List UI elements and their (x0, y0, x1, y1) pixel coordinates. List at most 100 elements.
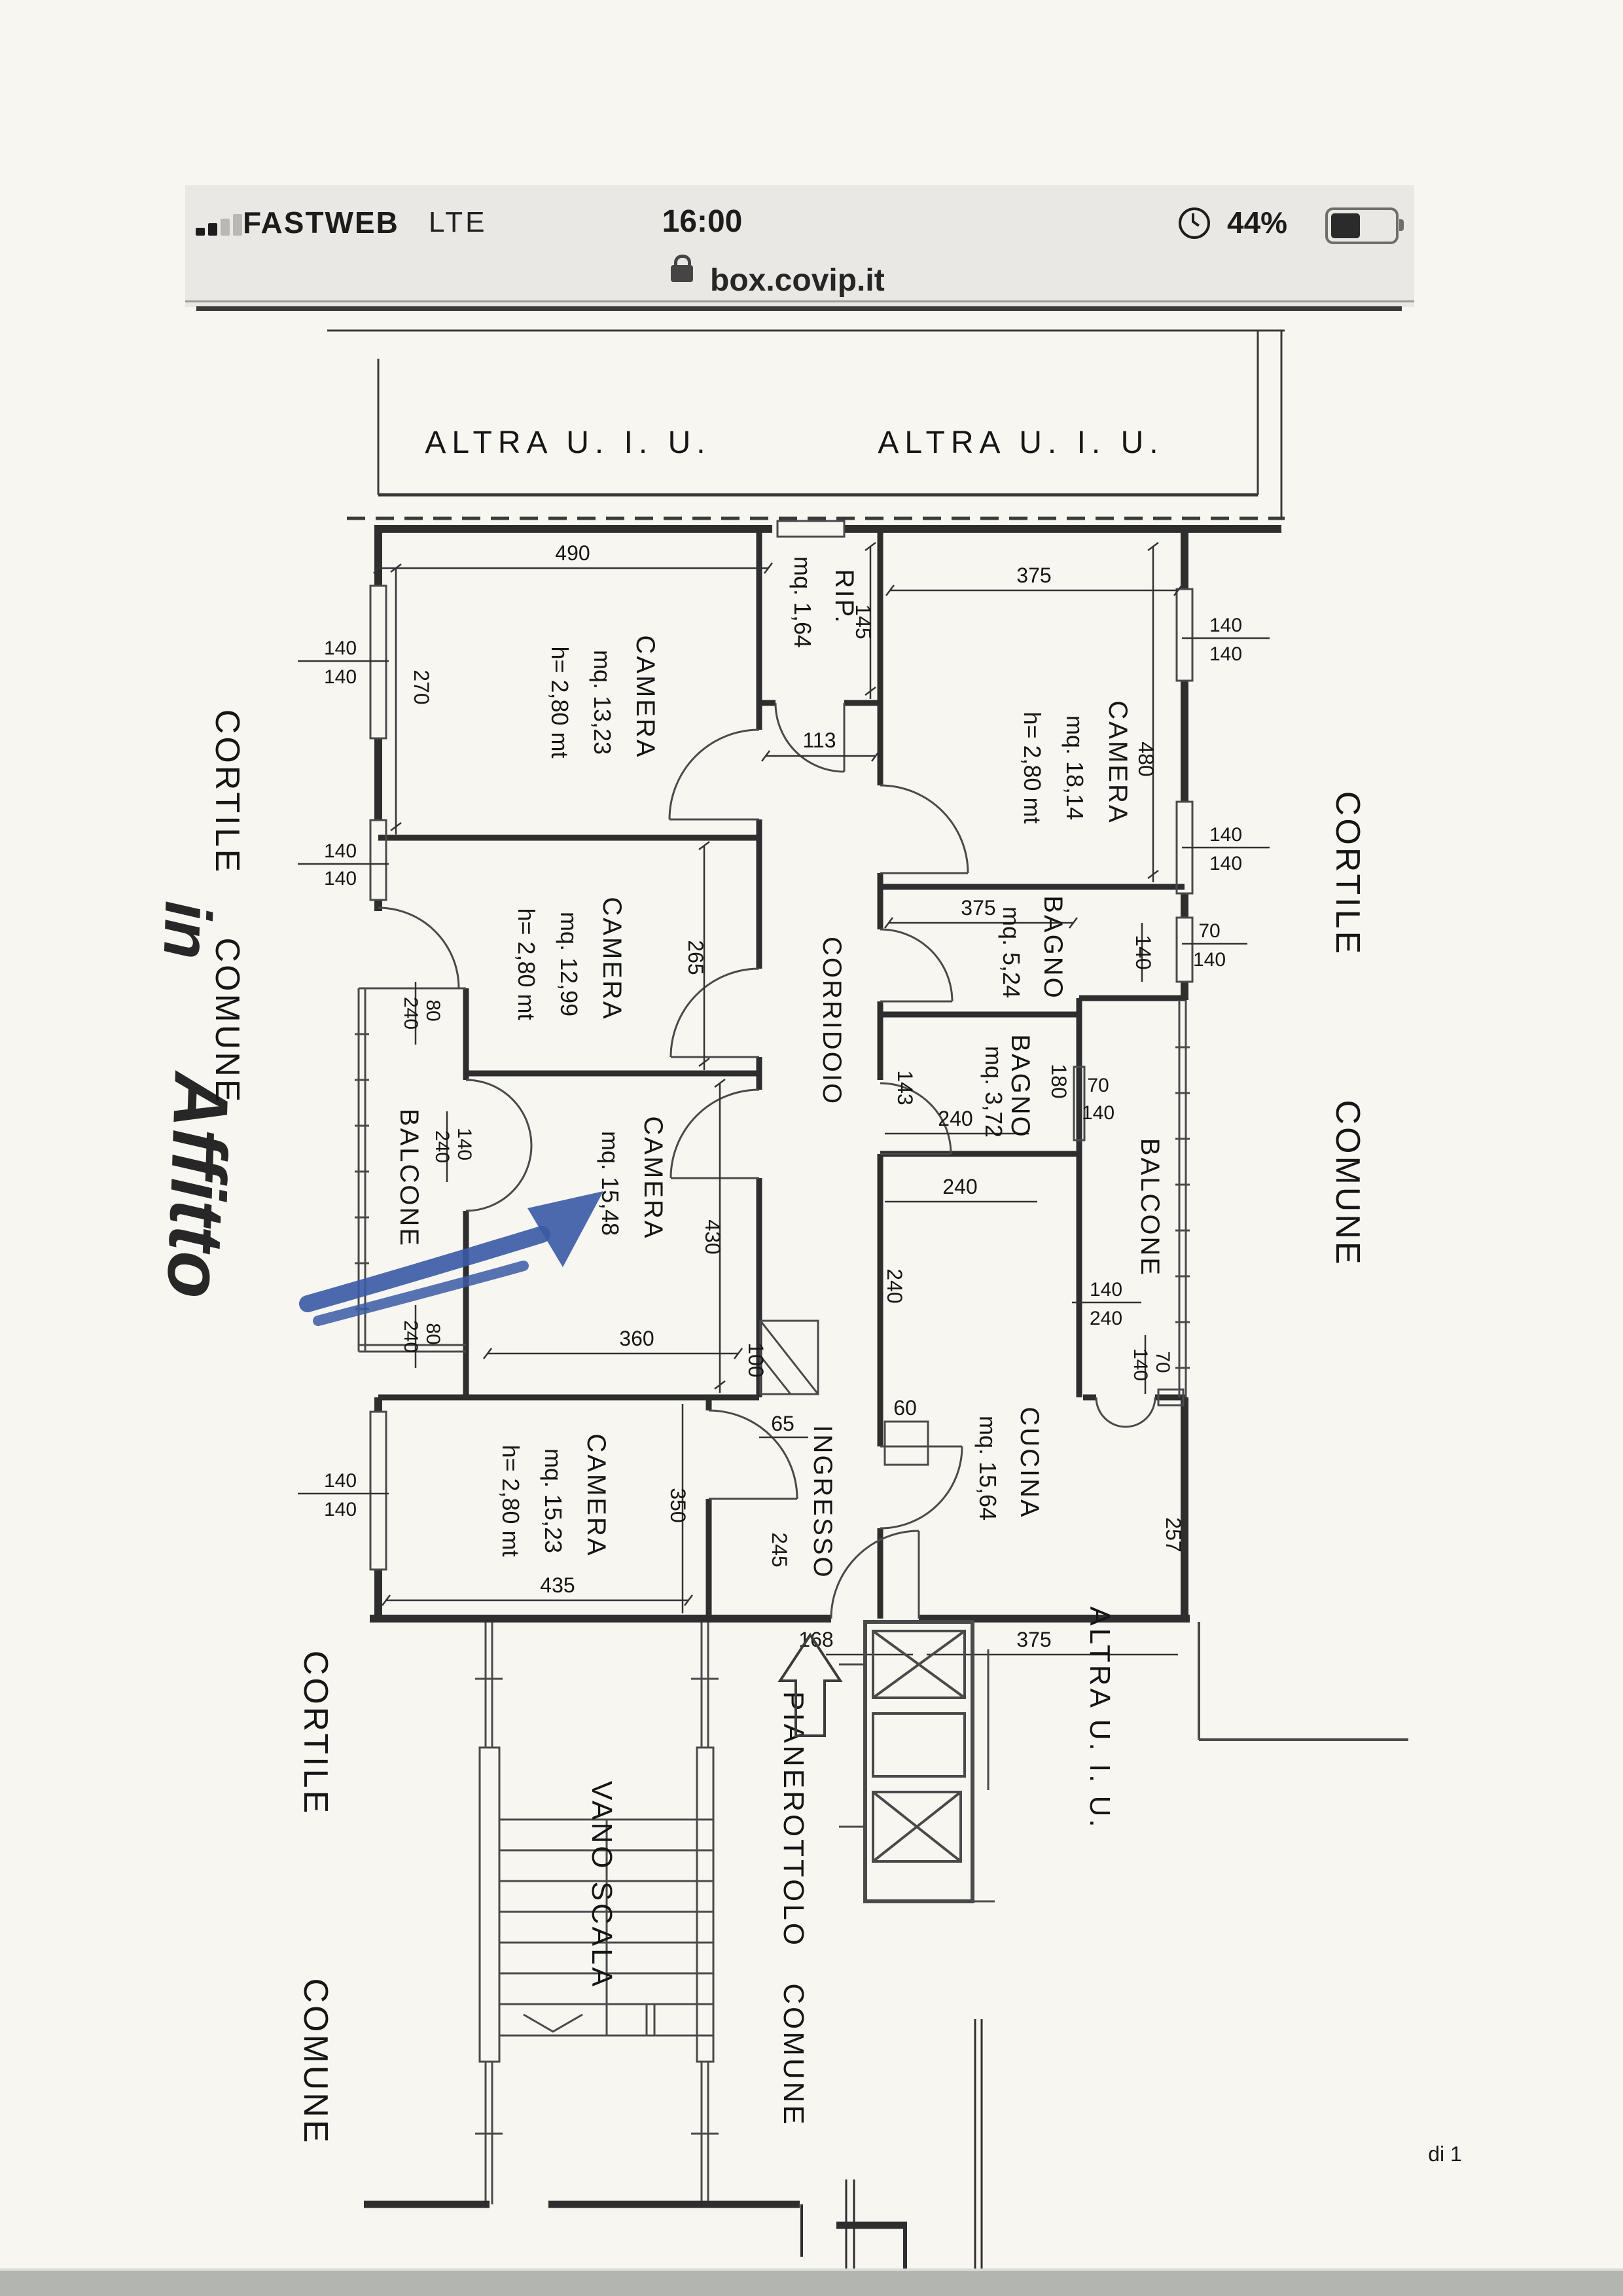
room-rip-area: mq. 1,64 (789, 556, 816, 648)
annotation-word-in: in (149, 900, 224, 961)
dim-140-bagno: 140 (1132, 935, 1155, 969)
room-camera12-name: CAMERA (597, 897, 626, 1020)
pianerottolo-label: PIANEROTTOLO (777, 1691, 810, 1948)
dim-257: 257 (1162, 1517, 1185, 1552)
courtyard-labels: CORTILE COMUNE CORTILE COMUNE CORTILE CO… (208, 709, 1366, 2145)
dim-143: 143 (893, 1070, 917, 1105)
elevator-shaft-middle (872, 1712, 966, 1778)
comune-left: COMUNE (208, 937, 246, 1104)
scan-edge-shadow (0, 2269, 1623, 2296)
walls-bottom-common (364, 2019, 983, 2291)
win-label-140d-bot: 140 (1209, 643, 1242, 665)
dim-435: 435 (540, 1573, 575, 1597)
room-camera1548-name: CAMERA (639, 1116, 668, 1240)
padlock-icon (671, 255, 693, 282)
dim-375-bagno: 375 (961, 896, 995, 920)
dim-350: 350 (666, 1488, 690, 1522)
room-bagno3-area: mq. 3,72 (980, 1046, 1007, 1138)
dim-145: 145 (851, 604, 875, 639)
dim-168: 168 (798, 1628, 833, 1651)
room-labels: CAMERA mq. 13,23 h= 2,80 mt CAMERA mq. 1… (395, 556, 1164, 1579)
win-label-140e-bot: 140 (1209, 853, 1242, 874)
battery-icon (1325, 207, 1404, 244)
door-label-240b: 240 (431, 1130, 453, 1163)
win-label-140b-top: 140 (324, 840, 357, 862)
separator-line-dark (196, 306, 1402, 311)
door-label-80a: 80 (422, 999, 444, 1021)
balcone-right-label: BALCONE (1135, 1138, 1164, 1277)
neighbor-label-top-left: ALTRA U. I. U. (425, 425, 711, 460)
door-label-240d: 240 (1090, 1308, 1122, 1329)
alarm-clock-icon (1179, 207, 1210, 239)
comune-right: COMUNE (1329, 1100, 1366, 1266)
neighbor-band (327, 329, 1285, 520)
dim-240-bagno3: 240 (938, 1107, 972, 1130)
win-label-140c-top: 140 (324, 1470, 357, 1492)
room-camera13-height: h= 2,80 mt (546, 646, 573, 758)
room-camera13-area: mq. 13,23 (589, 650, 616, 755)
door-label-140g: 140 (1090, 1279, 1122, 1300)
windows (369, 520, 1194, 1571)
dim-480: 480 (1134, 742, 1158, 776)
dim-265: 265 (684, 940, 707, 975)
separator-line-thin (185, 300, 1414, 302)
room-camera1523-height: h= 2,80 mt (497, 1444, 524, 1556)
win-label-70-top: 70 (1198, 920, 1220, 942)
dim-360: 360 (619, 1327, 654, 1350)
win-label-70c: 70 (1152, 1351, 1173, 1372)
room-camera1548-area: mq. 15,48 (597, 1131, 624, 1236)
win-label-140h: 140 (1130, 1348, 1151, 1381)
elevator-shaft-2 (872, 1791, 962, 1863)
dim-245: 245 (768, 1532, 791, 1567)
walls-outer (370, 525, 1281, 1623)
balcony-railings (355, 987, 1190, 1397)
carrier-label: FASTWEB (243, 206, 399, 240)
win-label-140e-top: 140 (1209, 824, 1242, 846)
win-label-140d-top: 140 (1209, 615, 1242, 636)
room-corridoio-label: CORRIDOIO (817, 937, 846, 1105)
clock-time: 16:00 (662, 204, 743, 239)
room-camera18-name: CAMERA (1103, 700, 1132, 824)
dim-375-bottom: 375 (1016, 1628, 1051, 1651)
room-camera1523-name: CAMERA (582, 1433, 611, 1557)
win-label-70b-top: 70 (1087, 1075, 1109, 1096)
address-bar-url: box.covip.it (710, 263, 885, 298)
dim-180: 180 (1047, 1064, 1071, 1098)
entrance-arrow (777, 1632, 843, 1737)
annotation-arrow-shaft (299, 1226, 550, 1312)
door-label-80b: 80 (422, 1323, 444, 1344)
room-camera12-area: mq. 12,99 (556, 912, 582, 1016)
dim-490: 490 (555, 541, 590, 565)
dim-65: 65 (771, 1412, 794, 1435)
dim-240-cucina-left: 240 (883, 1268, 906, 1303)
dim-60: 60 (893, 1396, 917, 1420)
stairwell (475, 1623, 719, 2204)
room-bagno3-name: BAGNO (1006, 1034, 1035, 1138)
neighbor-label-top-right: ALTRA U. I. U. (878, 425, 1164, 460)
room-cucina-area: mq. 15,64 (974, 1416, 1001, 1520)
network-type-label: LTE (429, 206, 488, 238)
win-label-140a-top: 140 (324, 637, 357, 659)
win-label-140c-bot: 140 (324, 1499, 357, 1520)
win-label-140a-bot: 140 (324, 868, 357, 889)
neighbor-label-bottom: ALTRA U. I. U. (1084, 1606, 1116, 1829)
win-label-70b-bot: 140 (1082, 1102, 1115, 1124)
cortile-right: CORTILE (1329, 791, 1366, 956)
room-camera13-name: CAMERA (631, 635, 660, 759)
room-bagno5-area: mq. 5,24 (998, 906, 1025, 998)
stairs-direction-arrow (523, 2013, 583, 2033)
annotation-word-affitto: Affitto (151, 1069, 245, 1300)
cellular-signal-icon (196, 214, 242, 236)
win-label-140b-bot: 140 (324, 666, 357, 688)
dim-240-cucina-top: 240 (942, 1175, 977, 1198)
cortile-bottom-left: CORTILE (296, 1651, 334, 1816)
room-ingresso-label: INGRESSO (808, 1425, 837, 1579)
door-label-140f: 140 (454, 1128, 475, 1160)
neighbor-boundary-bottom (1198, 1622, 1408, 1741)
dimension-lines (298, 542, 1270, 1656)
status-bar: FASTWEB LTE 16:00 44% box.covip.it (185, 185, 1414, 307)
room-camera18-area: mq. 18,14 (1061, 715, 1088, 820)
comune-bottom-left: COMUNE (296, 1978, 334, 2145)
